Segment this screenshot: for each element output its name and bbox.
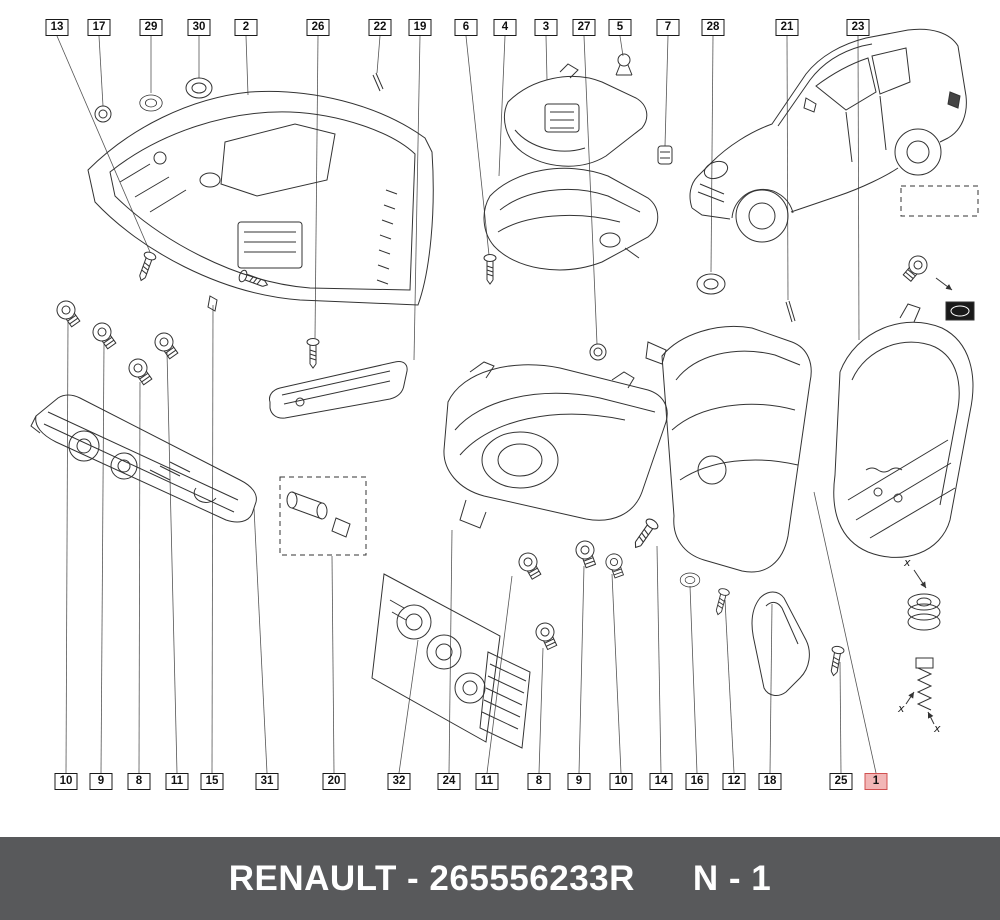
footer-bar: RENAULT - 265556233R N - 1 <box>0 837 1000 920</box>
dashed-box-right <box>900 185 979 217</box>
mounting-strip-part <box>269 338 408 419</box>
callout-top-23[interactable]: 23 <box>846 19 870 36</box>
callout-bottom-8[interactable]: 8 <box>527 773 551 790</box>
callout-top-30[interactable]: 30 <box>187 19 211 36</box>
callout-top-28[interactable]: 28 <box>701 19 725 36</box>
callout-bottom-9[interactable]: 9 <box>89 773 113 790</box>
lamp-housing-far-right <box>833 303 974 558</box>
callout-bottom-20[interactable]: 20 <box>322 773 346 790</box>
headlamp-unit-center <box>443 361 668 529</box>
dimension-parts-right: x x x <box>897 556 941 735</box>
callout-top-27[interactable]: 27 <box>572 19 596 36</box>
grille-part <box>479 651 531 749</box>
callout-bottom-10[interactable]: 10 <box>54 773 78 790</box>
bulb-set-center <box>515 537 628 652</box>
bulb-arrow-right <box>899 251 953 291</box>
fasteners-right <box>696 273 796 323</box>
callout-bottom-31[interactable]: 31 <box>255 773 279 790</box>
lens-assembly-left <box>30 394 257 523</box>
callout-top-21[interactable]: 21 <box>775 19 799 36</box>
retaining-pin-22 <box>372 72 384 92</box>
callout-bottom-16[interactable]: 16 <box>685 773 709 790</box>
callout-top-19[interactable]: 19 <box>408 19 432 36</box>
callout-bottom-18[interactable]: 18 <box>758 773 782 790</box>
callout-top-4[interactable]: 4 <box>493 19 517 36</box>
callout-top-6[interactable]: 6 <box>454 19 478 36</box>
fastener-parts-top-left <box>94 77 270 312</box>
callout-bottom-15[interactable]: 15 <box>200 773 224 790</box>
callout-top-5[interactable]: 5 <box>608 19 632 36</box>
callout-top-7[interactable]: 7 <box>656 19 680 36</box>
tail-lamp-assembly-right <box>629 325 812 617</box>
callout-bottom-12[interactable]: 12 <box>722 773 746 790</box>
callout-bottom-32[interactable]: 32 <box>387 773 411 790</box>
solid-connector-right <box>945 301 975 321</box>
rear-lamp-housing-large <box>87 90 434 306</box>
car-silhouette <box>689 28 967 243</box>
callout-top-3[interactable]: 3 <box>534 19 558 36</box>
callout-top-2[interactable]: 2 <box>234 19 258 36</box>
bulb-set-left <box>52 296 182 388</box>
callout-bottom-9[interactable]: 9 <box>567 773 591 790</box>
callout-top-17[interactable]: 17 <box>87 19 111 36</box>
callout-bottom-11[interactable]: 11 <box>165 773 189 790</box>
dim-label-x: x <box>933 722 941 735</box>
callout-top-13[interactable]: 13 <box>45 19 69 36</box>
callout-bottom-1[interactable]: 1 <box>864 773 888 790</box>
callout-bottom-8[interactable]: 8 <box>127 773 151 790</box>
callout-bottom-25[interactable]: 25 <box>829 773 853 790</box>
dim-label-x: x <box>897 702 905 715</box>
trim-strip-right <box>751 591 846 696</box>
leader-lines <box>56 35 877 774</box>
callout-bottom-14[interactable]: 14 <box>649 773 673 790</box>
upper-lamp-lens <box>483 167 659 271</box>
callout-bottom-11[interactable]: 11 <box>475 773 499 790</box>
exploded-view-drawing: x x x <box>30 28 979 774</box>
callout-top-26[interactable]: 26 <box>306 19 330 36</box>
dim-label-x: x <box>903 556 911 569</box>
small-parts-top-center <box>483 53 673 361</box>
upper-lamp-bracket <box>504 63 648 167</box>
callout-bottom-24[interactable]: 24 <box>437 773 461 790</box>
callout-top-22[interactable]: 22 <box>368 19 392 36</box>
callout-bottom-10[interactable]: 10 <box>609 773 633 790</box>
footer-part-text: RENAULT - 265556233R <box>228 858 635 898</box>
dashed-detail-box <box>279 476 367 556</box>
callout-top-29[interactable]: 29 <box>139 19 163 36</box>
footer-page-text: N - 1 <box>692 858 772 898</box>
control-panel-unit <box>371 573 501 743</box>
